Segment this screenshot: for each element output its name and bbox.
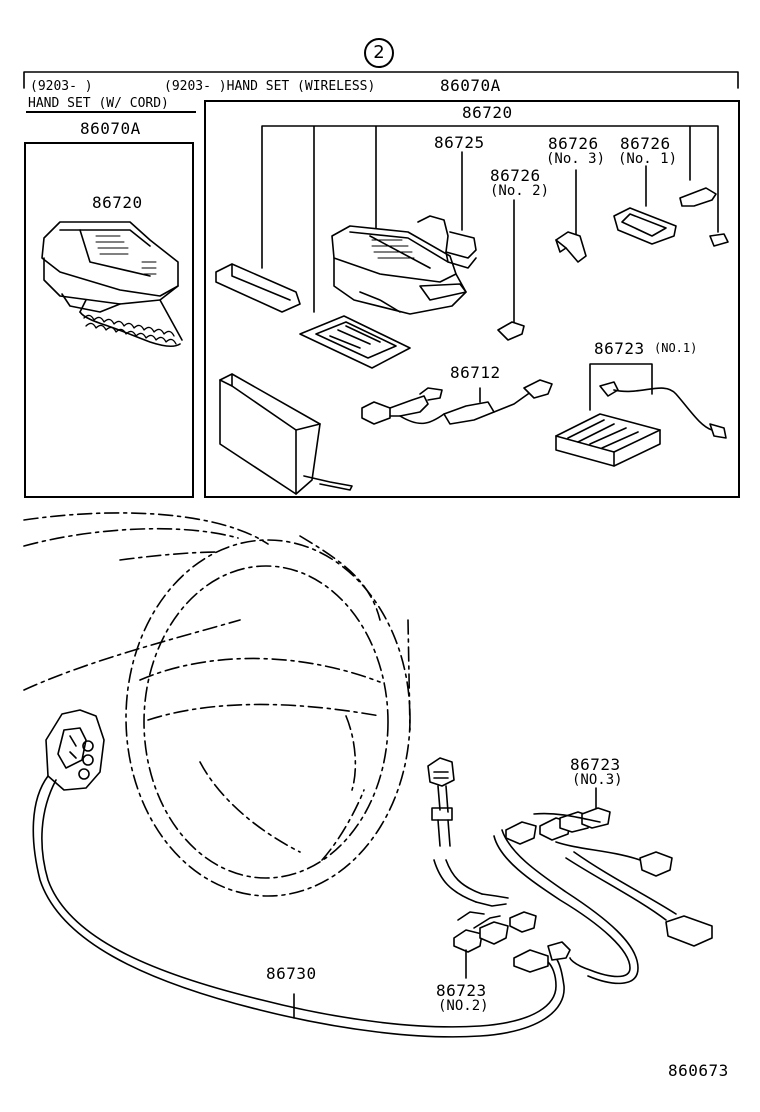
header-bracket [23,71,739,89]
module-86723-no1-drawing [555,363,727,467]
label-86726-no2: 86726 [490,166,541,185]
diagram-id: 860673 [668,1061,729,1080]
hook-and-block-drawing [679,187,729,247]
clip-86726-no3-drawing [555,169,587,263]
pad-86726-no1-drawing [613,165,677,245]
header-date-col2: (9203- )HAND SET (WIRELESS) [164,79,376,94]
harness-86723-no2-drawing [427,757,537,979]
label-86723-no1: 86723 [594,339,645,358]
header-part-main: 86070A [440,76,501,95]
label-86730: 86730 [266,964,317,983]
label-86726-no2-sub: (No. 2) [490,183,550,199]
mounting-bracket-drawing [215,263,301,313]
holder-pad-drawing [299,315,411,369]
right-panel-frame [204,100,740,498]
harness-86723-no3-drawing [493,787,713,985]
label-86726-no1: 86726 [620,134,671,153]
harness-86712-drawing [361,379,553,425]
left-part-number: 86070A [80,119,141,138]
label-86726-no3: 86726 [548,134,599,153]
control-box-drawing [219,373,353,495]
left-title-underline [26,111,196,113]
callout-circle: 2 [364,38,394,68]
left-handset-label: 86720 [92,193,143,212]
label-86726-no1-sub: (No. 1) [618,151,678,167]
label-86723-no3: 86723 [570,755,621,774]
left-title: HAND SET (W/ CORD) [28,96,169,111]
label-86725: 86725 [434,133,485,152]
label-86723-no3-sub: (NO.3) [572,772,623,788]
corded-handset-drawing [41,221,183,347]
group-86720-label: 86720 [462,103,513,122]
pad-86726-no2-drawing [497,199,525,341]
callout-number: 2 [373,42,385,63]
steering-wheel-drawing [125,539,411,897]
dashboard-outline [23,512,411,731]
left-panel-frame [24,142,194,498]
header-date-col1: (9203- ) [30,79,93,94]
leader-86720 [261,125,719,313]
cable-86730-drawing [32,775,571,1038]
wireless-handset-drawing [331,225,467,315]
label-86712: 86712 [450,363,501,382]
label-86723-no2-sub: (NO.2) [438,998,489,1014]
connector-86725-drawing [417,151,477,269]
steering-switch-drawing [45,709,105,791]
label-86723-no2: 86723 [436,981,487,1000]
label-86726-no3-sub: (No. 3) [546,151,606,167]
label-86723-no1-sub: (NO.1) [654,341,698,355]
